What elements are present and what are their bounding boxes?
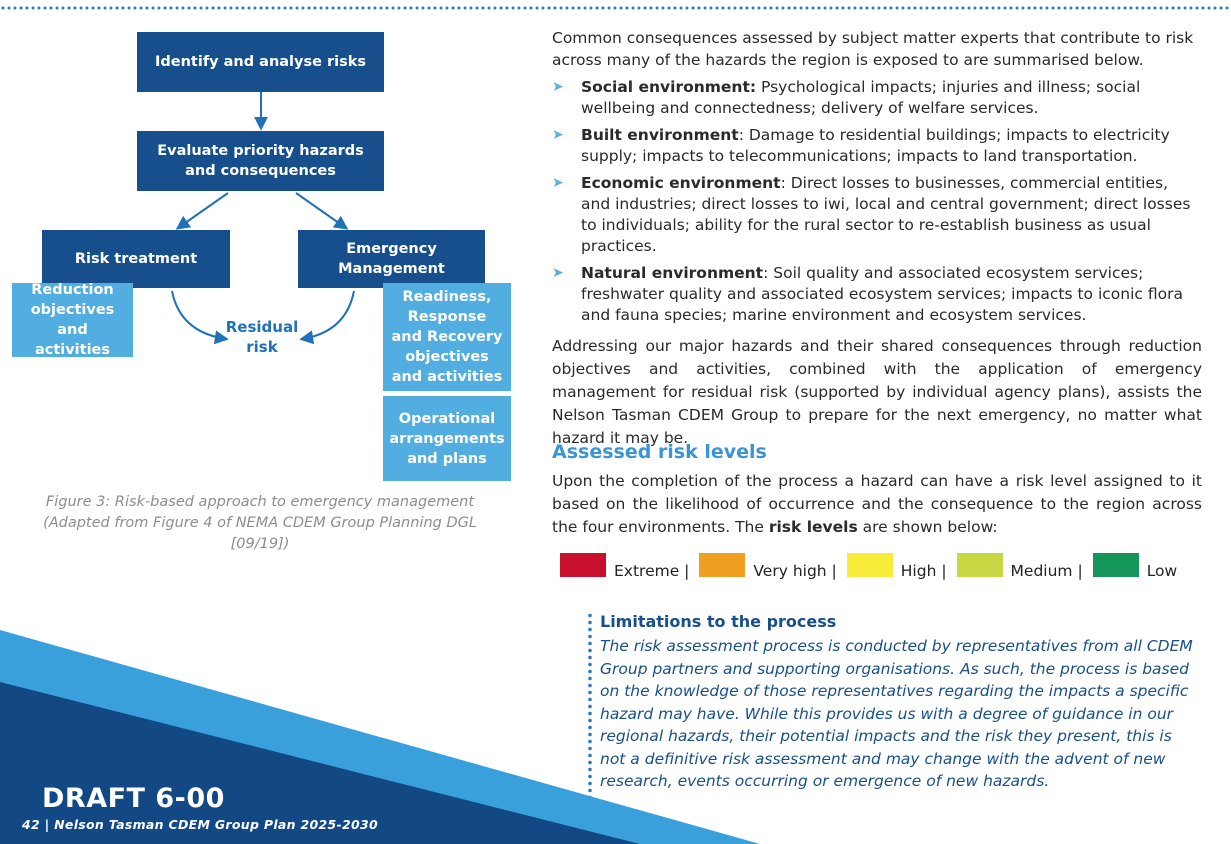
swatch-very-high	[699, 553, 746, 577]
box-reduction-objectives: Reduction objectives and activities	[12, 282, 133, 358]
bullet-text: : Direct losses to businesses, commercia…	[581, 174, 1191, 255]
chevron-right-icon: ➤	[552, 127, 564, 143]
chevron-right-icon: ➤	[552, 79, 564, 95]
box-readiness-label: Readiness, Response and Recovery objecti…	[391, 289, 503, 385]
risk-level-legend: Extreme | Very high | High | Medium | Lo…	[560, 551, 1187, 581]
swatch-extreme	[560, 553, 606, 577]
page-info: 42 | Nelson Tasman CDEM Group Plan 2025-…	[22, 817, 378, 832]
footer-band-dark	[0, 682, 640, 844]
levels-text-pre: Upon the completion of the process a haz…	[552, 472, 1202, 536]
list-item-economic: ➤ Economic environment: Direct losses to …	[552, 173, 1202, 257]
caption-line-3: [09/19])	[230, 536, 290, 552]
assessed-risk-levels-heading: Assessed risk levels	[552, 441, 767, 463]
box-reduction-label: Reduction objectives and activities	[30, 282, 115, 358]
arrow-evaluate-to-treatment	[175, 192, 229, 230]
levels-text-post: are shown below:	[857, 518, 998, 536]
box-risk-treatment: Risk treatment	[42, 230, 230, 288]
consequence-list: ➤ Social environment: Psychological impac…	[552, 77, 1202, 332]
legend-label-high: High |	[900, 562, 947, 580]
residual-risk-label: Residual risk	[225, 318, 299, 356]
box-evaluate-label: Evaluate priority hazards and consequenc…	[157, 143, 364, 179]
caption-line-1: Figure 3: Risk-based approach to emergen…	[45, 494, 475, 510]
levels-text-bold: risk levels	[768, 518, 858, 536]
box-operational-arrangements: Operational arrangements and plans	[383, 396, 511, 481]
intro-paragraph: Common consequences assessed by subject …	[552, 29, 1194, 69]
bullet-term: Economic environment	[581, 174, 781, 192]
arrow-emergency-to-residual	[299, 290, 355, 345]
list-item-natural: ➤ Natural environment: Soil quality and a…	[552, 263, 1202, 326]
bullet-term: Built environment	[581, 126, 739, 144]
bullet-term: Social environment:	[581, 78, 757, 96]
caption-line-2: (Adapted from Figure 4 of NEMA CDEM Grou…	[43, 515, 477, 531]
risk-levels-paragraph: Upon the completion of the process a haz…	[552, 470, 1202, 539]
swatch-low	[1092, 553, 1139, 577]
footer-band	[0, 630, 760, 844]
figure-caption: Figure 3: Risk-based approach to emergen…	[20, 492, 500, 555]
bullet-term: Natural environment	[581, 264, 764, 282]
legend-label-low: Low	[1146, 562, 1178, 580]
legend-label-very-high: Very high |	[753, 562, 837, 580]
limitations-text: The risk assessment process is conducted…	[600, 637, 1193, 790]
list-item-built: ➤ Built environment: Damage to residentia…	[552, 125, 1202, 167]
box-risk-treatment-label: Risk treatment	[74, 251, 198, 267]
draft-label: DRAFT 6-00	[42, 783, 225, 814]
legend-label-medium: Medium |	[1010, 562, 1083, 580]
chevron-right-icon: ➤	[552, 175, 564, 191]
limitations-title: Limitations to the process	[600, 612, 837, 631]
swatch-high	[846, 553, 893, 577]
box-identify-label: Identify and analyse risks	[154, 54, 367, 70]
bullet-text: : Soil quality and associated ecosystem …	[581, 264, 1183, 324]
chevron-right-icon: ➤	[552, 265, 564, 281]
box-identify-analyse-risks: Identify and analyse risks	[137, 32, 384, 92]
bullet-text: : Damage to residential buildings; impac…	[581, 126, 1170, 165]
bullet-text: Psychological impacts; injuries and illn…	[581, 78, 1141, 117]
callout-dotted-border	[588, 612, 592, 798]
list-item-social: ➤ Social environment: Psychological impac…	[552, 77, 1202, 119]
box-emergency-label: Emergency Management	[338, 241, 445, 277]
box-readiness-response-recovery: Readiness, Response and Recovery objecti…	[383, 283, 511, 391]
arrow-treatment-to-residual	[171, 290, 229, 345]
box-emergency-management: Emergency Management	[298, 230, 485, 288]
box-evaluate-priority-hazards: Evaluate priority hazards and consequenc…	[137, 131, 384, 191]
addressing-paragraph: Addressing our major hazards and their s…	[552, 337, 1202, 447]
legend-label-extreme: Extreme |	[614, 562, 690, 580]
top-dotted-border	[0, 0, 1231, 14]
swatch-medium	[956, 553, 1003, 577]
arrow-evaluate-to-emergency	[295, 192, 349, 230]
box-operational-label: Operational arrangements and plans	[389, 410, 505, 467]
